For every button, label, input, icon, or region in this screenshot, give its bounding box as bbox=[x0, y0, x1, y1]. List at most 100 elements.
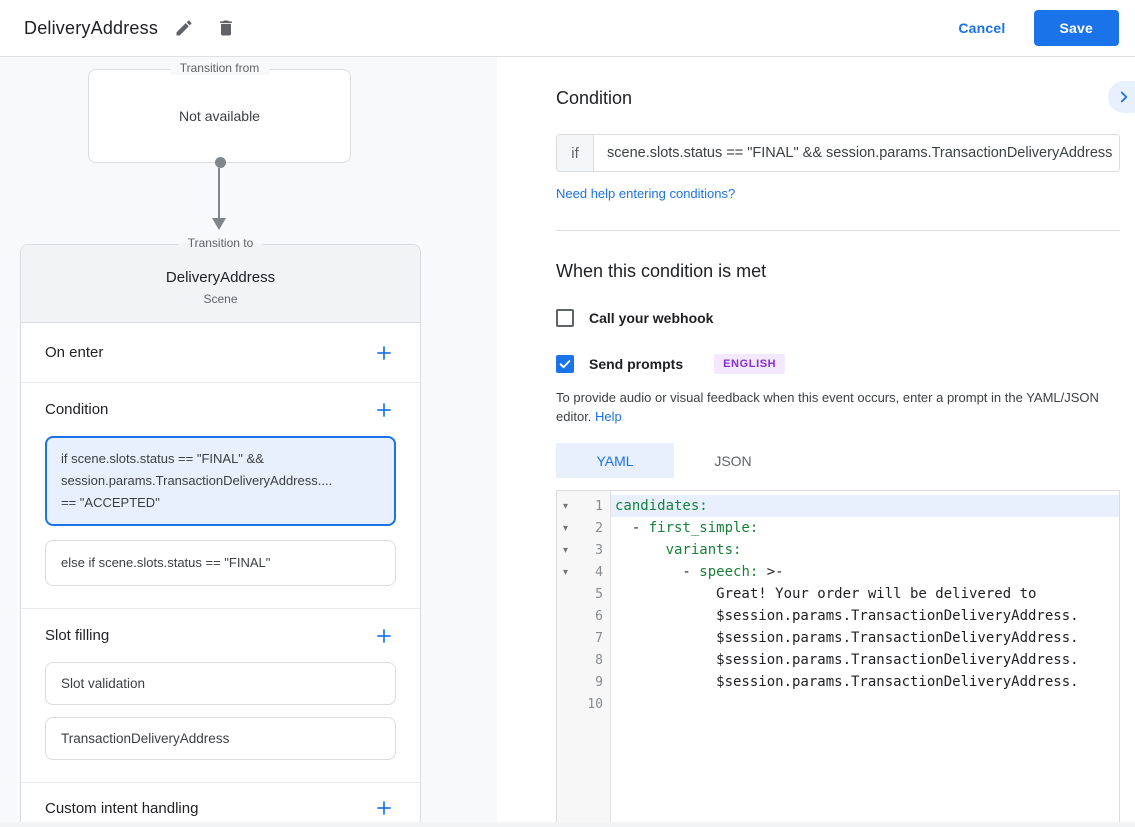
scene-name: DeliveryAddress bbox=[165, 269, 276, 286]
help-link[interactable]: Help bbox=[595, 409, 622, 424]
line-number: 7 bbox=[595, 630, 603, 646]
editor-code-line[interactable] bbox=[611, 693, 1119, 715]
page-title: DeliveryAddress bbox=[24, 17, 159, 38]
yaml-text-token: - bbox=[615, 564, 700, 580]
line-number: 8 bbox=[595, 652, 603, 668]
line-number: 4 bbox=[595, 564, 603, 580]
add-on-enter-button[interactable] bbox=[372, 341, 396, 365]
webhook-row: Call your webhook bbox=[556, 309, 1120, 327]
fold-arrow-icon[interactable]: ▾ bbox=[563, 500, 569, 512]
scene-graph-panel: Transition from Not available Transition… bbox=[0, 57, 497, 827]
collapse-panel-button[interactable] bbox=[1108, 81, 1135, 113]
editor-line[interactable]: ▾ 2 - first_simple: bbox=[557, 517, 1119, 539]
slot-validation-card[interactable]: Slot validation bbox=[45, 662, 396, 705]
tab-json[interactable]: JSON bbox=[714, 452, 752, 469]
scene-card: Transition to DeliveryAddress Scene On e… bbox=[20, 236, 421, 827]
custom-intent-label: Custom intent handling bbox=[45, 799, 199, 817]
transition-arrow-head-icon bbox=[212, 218, 226, 230]
editor-gutter-cell: ▾4 bbox=[557, 561, 611, 583]
editor-code-line[interactable]: candidates: bbox=[611, 495, 1119, 517]
slot-filling-label: Slot filling bbox=[45, 627, 110, 644]
add-slot-button[interactable] bbox=[372, 624, 396, 648]
editor-gutter-cell: ▾1 bbox=[557, 495, 611, 517]
line-number: 5 bbox=[595, 586, 603, 602]
editor-line[interactable]: 7 $session.params.TransactionDeliveryAdd… bbox=[557, 627, 1119, 649]
language-badge: ENGLISH bbox=[714, 354, 786, 374]
editor-code-line[interactable]: variants: bbox=[611, 539, 1119, 561]
send-prompts-label: Send prompts bbox=[589, 356, 684, 372]
condition-expression-row: if bbox=[556, 134, 1120, 172]
help-conditions-link[interactable]: Need help entering conditions? bbox=[556, 186, 736, 201]
call-webhook-checkbox[interactable] bbox=[556, 309, 574, 327]
call-webhook-label: Call your webhook bbox=[589, 310, 714, 326]
editor-line[interactable]: ▾3 variants: bbox=[557, 539, 1119, 561]
editor-code-line[interactable]: $session.params.TransactionDeliveryAddre… bbox=[611, 671, 1119, 693]
add-condition-button[interactable] bbox=[372, 398, 396, 422]
condition-line: else if scene.slots.status == "FINAL" bbox=[61, 555, 271, 570]
scene-type: Scene bbox=[203, 292, 238, 306]
editor-code-line[interactable]: $session.params.TransactionDeliveryAddre… bbox=[611, 605, 1119, 627]
yaml-key-token: variants: bbox=[665, 542, 742, 558]
yaml-text-token: $session.params.TransactionDeliveryAddre… bbox=[615, 608, 1079, 624]
editor-line[interactable]: 9 $session.params.TransactionDeliveryAdd… bbox=[557, 671, 1119, 693]
plus-icon bbox=[374, 400, 394, 420]
transition-arrow-line bbox=[218, 168, 220, 220]
plus-icon bbox=[374, 626, 394, 646]
editor-gutter-cell: ▾3 bbox=[557, 539, 611, 561]
top-bar: DeliveryAddress Cancel Save bbox=[0, 0, 1135, 57]
send-prompts-checkbox[interactable] bbox=[556, 355, 574, 373]
delete-scene-button[interactable] bbox=[210, 12, 242, 44]
title-group: DeliveryAddress bbox=[24, 12, 242, 44]
editor-line[interactable]: 5 Great! Your order will be delivered to bbox=[557, 583, 1119, 605]
editor-code-line[interactable]: - first_simple: bbox=[611, 517, 1119, 539]
yaml-key-token: speech: bbox=[699, 564, 759, 580]
condition-section: Condition if scene.slots.status == "FINA… bbox=[21, 383, 420, 609]
condition-input[interactable] bbox=[594, 135, 1119, 171]
editor-gutter-cell: 10 bbox=[557, 693, 611, 715]
line-number: 9 bbox=[595, 674, 603, 690]
editor-code-line[interactable]: $session.params.TransactionDeliveryAddre… bbox=[611, 627, 1119, 649]
edit-scene-button[interactable] bbox=[168, 12, 200, 44]
cancel-button[interactable]: Cancel bbox=[958, 20, 1006, 36]
line-number: 2 bbox=[595, 520, 603, 536]
on-enter-section: On enter bbox=[21, 323, 420, 383]
editor-line[interactable]: 8 $session.params.TransactionDeliveryAdd… bbox=[557, 649, 1119, 671]
editor-line[interactable]: 6 $session.params.TransactionDeliveryAdd… bbox=[557, 605, 1119, 627]
check-icon bbox=[558, 357, 572, 371]
condition-card-else[interactable]: else if scene.slots.status == "FINAL" bbox=[45, 540, 396, 586]
condition-title: Condition bbox=[556, 88, 633, 108]
editor-gutter-cell: 7 bbox=[557, 627, 611, 649]
editor-code-line[interactable]: Great! Your order will be delivered to bbox=[611, 583, 1119, 605]
line-number: 10 bbox=[587, 696, 603, 712]
if-prefix: if bbox=[557, 135, 594, 171]
add-custom-intent-button[interactable] bbox=[372, 796, 396, 820]
fold-arrow-icon[interactable]: ▾ bbox=[563, 522, 569, 534]
connector-dot bbox=[214, 157, 226, 168]
editor-line[interactable]: ▾4 - speech: >- bbox=[557, 561, 1119, 583]
editor-code-line[interactable]: $session.params.TransactionDeliveryAddre… bbox=[611, 649, 1119, 671]
save-button[interactable]: Save bbox=[1033, 10, 1119, 46]
editor-line[interactable]: 10 bbox=[557, 693, 1119, 715]
condition-card-selected[interactable]: if scene.slots.status == "FINAL" && sess… bbox=[45, 436, 396, 526]
plus-icon bbox=[374, 343, 394, 363]
prompt-hint-text: To provide audio or visual feedback when… bbox=[556, 390, 1099, 424]
check-icon bbox=[558, 311, 572, 325]
editor-gutter-cell: 5 bbox=[557, 583, 611, 605]
editor-code-line[interactable]: - speech: >- bbox=[611, 561, 1119, 583]
fold-arrow-icon[interactable]: ▾ bbox=[563, 544, 569, 556]
yaml-text-token bbox=[615, 542, 666, 558]
editor-gutter-cell: 6 bbox=[557, 605, 611, 627]
fold-arrow-icon[interactable]: ▾ bbox=[563, 566, 569, 578]
yaml-text-token: - bbox=[615, 520, 649, 536]
scene-card-header: DeliveryAddress Scene bbox=[21, 245, 420, 323]
prompt-hint: To provide audio or visual feedback when… bbox=[556, 388, 1120, 426]
slot-type-card[interactable]: TransactionDeliveryAddress bbox=[45, 717, 396, 760]
slot-filling-section: Slot filling Slot validation Transaction… bbox=[21, 609, 420, 783]
tab-yaml[interactable]: YAML bbox=[556, 443, 674, 478]
condition-detail-panel: Condition if Need help entering conditio… bbox=[497, 57, 1135, 827]
pencil-icon bbox=[174, 18, 194, 38]
yaml-text-token: $session.params.TransactionDeliveryAddre… bbox=[615, 674, 1079, 690]
